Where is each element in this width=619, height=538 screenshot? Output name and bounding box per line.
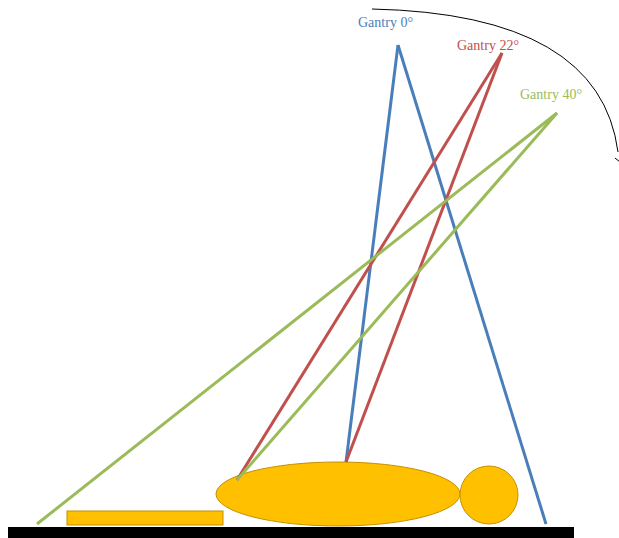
- gantry-angle-label: Gantry 0°: [358, 15, 413, 30]
- beam-22: [237, 53, 502, 480]
- patient-body: [216, 462, 460, 526]
- patient-head: [460, 466, 518, 524]
- gantry-angle-label: Gantry 40°: [520, 87, 582, 102]
- gantry-angle-label: Gantry 22°: [457, 38, 519, 53]
- beam-40: [37, 113, 557, 524]
- beam-0: [346, 45, 546, 524]
- treatment-couch: [8, 527, 574, 538]
- arc-tick: [615, 158, 619, 162]
- patient-legs: [67, 511, 223, 525]
